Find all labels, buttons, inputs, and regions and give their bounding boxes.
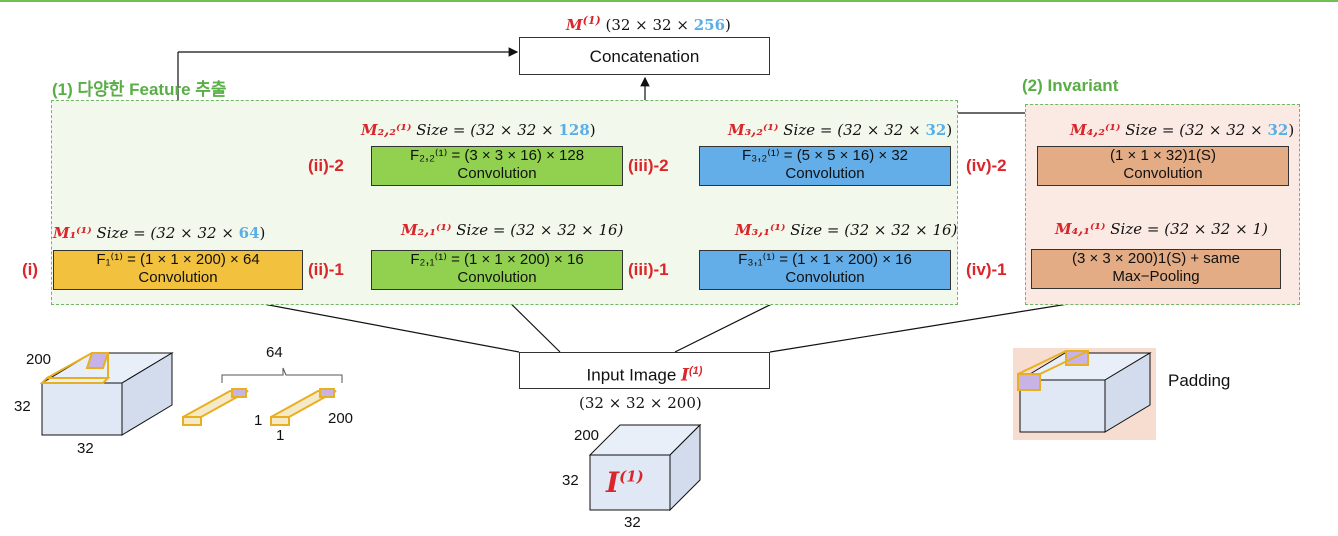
filters-brace bbox=[221, 367, 343, 383]
size-m1: M₁⁽¹⁾ Size = (32 × 32 × 64) bbox=[53, 224, 266, 242]
size-m22: M₂,₂⁽¹⁾ Size = (32 × 32 × 128) bbox=[361, 121, 596, 139]
size-m32: M₃,₂⁽¹⁾ Size = (32 × 32 × 32) bbox=[728, 121, 953, 139]
filter-drawings bbox=[182, 388, 337, 426]
tag-ii-1: (ii)-1 bbox=[308, 260, 344, 279]
left-cube-height: 32 bbox=[14, 398, 31, 415]
tag-ii-2: (ii)-2 bbox=[308, 156, 344, 175]
size-m21: M₂,₁⁽¹⁾ Size = (32 × 32 × 16) bbox=[401, 221, 624, 239]
concat-output-size: M(1) (32 × 32 × 256) bbox=[566, 14, 731, 34]
conv-box-iv-2: (1 × 1 × 32)1(S)Convolution bbox=[1037, 146, 1289, 186]
section-title-invariant: (2) Invariant bbox=[1022, 76, 1119, 95]
size-m31: M₃,₁⁽¹⁾ Size = (32 × 32 × 16) bbox=[735, 221, 958, 239]
tag-iv-1: (iv)-1 bbox=[966, 260, 1007, 279]
tag-i: (i) bbox=[22, 260, 39, 279]
input-size: (32 × 32 × 200) bbox=[579, 394, 702, 412]
filter-dim-200: 200 bbox=[328, 410, 354, 427]
tag-iii-2: (iii)-2 bbox=[628, 156, 669, 175]
tag-iv-2: (iv)-2 bbox=[966, 156, 1007, 175]
padding-label: Padding bbox=[1168, 371, 1231, 390]
tag-iii-1: (iii)-1 bbox=[628, 260, 669, 279]
input-cube-height: 32 bbox=[562, 472, 579, 489]
filters-count: 64 bbox=[266, 344, 283, 361]
left-cube-depth: 200 bbox=[26, 351, 52, 368]
section-title-feature: (1) 다양한 Feature 추출 bbox=[52, 80, 227, 99]
input-image-box: Input Image I(1) bbox=[519, 352, 770, 389]
input-cube-width: 32 bbox=[624, 514, 641, 531]
input-cube-symbol: I(1) bbox=[606, 466, 644, 499]
input-cube-drawing bbox=[588, 423, 702, 512]
filter-dim-1b: 1 bbox=[276, 427, 285, 444]
left-cube-width: 32 bbox=[77, 440, 94, 457]
padding-cube-drawing bbox=[1013, 348, 1156, 440]
concatenation-box: Concatenation bbox=[519, 37, 770, 75]
filter-dim-1a: 1 bbox=[254, 412, 263, 429]
left-cube-drawing bbox=[39, 352, 174, 436]
size-m42: M₄,₂⁽¹⁾ Size = (32 × 32 × 32) bbox=[1070, 121, 1295, 139]
top-accent-line bbox=[0, 0, 1338, 2]
input-cube-depth: 200 bbox=[574, 427, 600, 444]
size-m41: M₄,₁⁽¹⁾ Size = (32 × 32 × 1) bbox=[1055, 220, 1268, 238]
